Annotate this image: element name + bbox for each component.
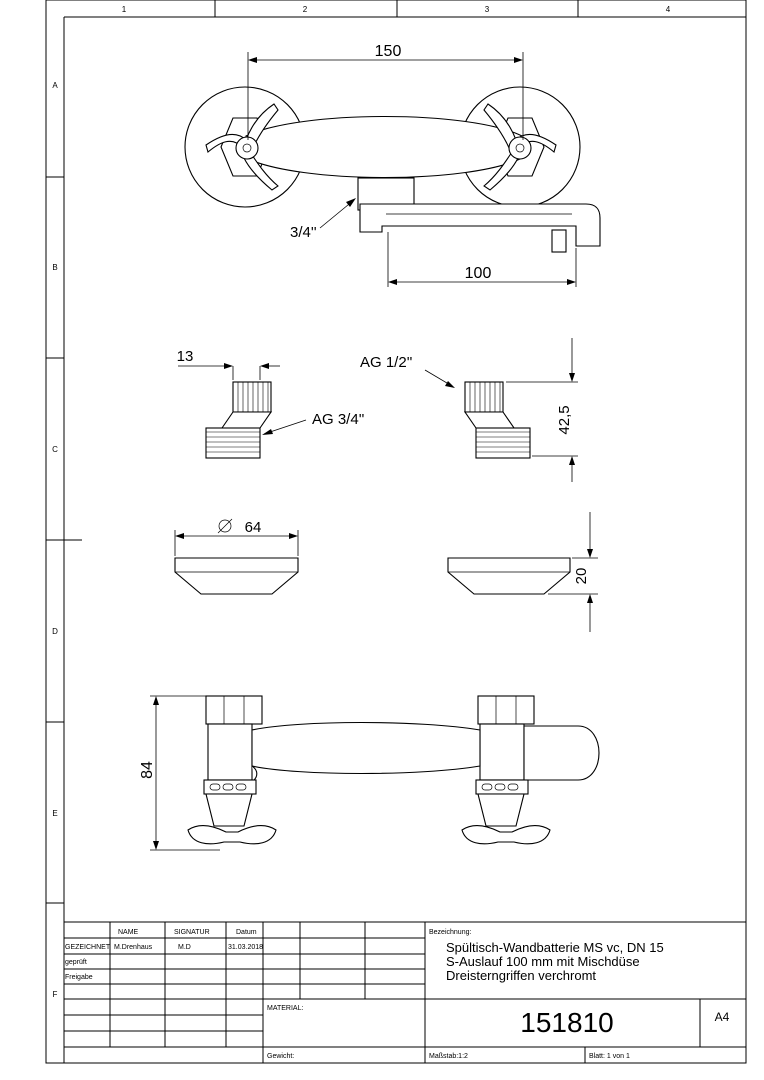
dim-20: 20 — [573, 568, 590, 585]
designation-line-3: Dreisterngriffen verchromt — [446, 968, 596, 983]
zone-column-3: 3 — [485, 5, 490, 14]
designation-line-1: Spültisch-Wandbatterie MS vc, DN 15 — [446, 940, 664, 955]
handle-right — [483, 103, 557, 191]
spout — [359, 203, 601, 247]
row-name-drawn: M.Drenhaus — [114, 944, 153, 951]
front-body — [251, 721, 481, 775]
zone-column-4: 4 — [666, 5, 671, 14]
zone-row-f: F — [53, 990, 58, 999]
mixer-body — [245, 116, 523, 178]
designation-label: Bezeichnung: — [429, 929, 471, 936]
row-signature-drawn: M.D — [178, 944, 191, 951]
zone-row-c: C — [52, 445, 58, 454]
dim-ag-3-4: AG 3/4'' — [312, 411, 365, 428]
sheet-label: Blatt: 1 von 1 — [589, 1053, 630, 1060]
dim-outlet-size: 3/4'' — [290, 224, 317, 241]
zone-row-d: D — [52, 627, 58, 636]
zone-column-2: 2 — [303, 5, 308, 14]
dim-ag-1-2: AG 1/2'' — [360, 354, 413, 371]
dim-diameter-64: 64 — [245, 519, 262, 536]
front-view: 84 — [139, 695, 600, 851]
header-date: Datum — [236, 929, 257, 936]
dim-42-5: 42,5 — [556, 405, 573, 434]
zone-row-b: B — [52, 263, 57, 272]
header-name: NAME — [118, 929, 139, 936]
dim-84: 84 — [139, 761, 156, 779]
dim-150: 150 — [375, 43, 402, 60]
rosette-side-right: 20 — [447, 512, 598, 632]
dim-100: 100 — [465, 265, 492, 282]
handle-left — [205, 103, 279, 191]
drawing-number: 151810 — [520, 1007, 613, 1038]
material-label: MATERIAL: — [267, 1005, 303, 1012]
header-signature: SIGNATUR — [174, 929, 210, 936]
row-role-approval: Freigabe — [65, 974, 93, 981]
top-view: 150 3/4'' 100 — [184, 43, 601, 287]
title-block: NAME SIGNATUR Datum GEZEICHNET M.Drenhau… — [63, 921, 747, 1064]
weight-label: Gewicht: — [267, 1053, 294, 1060]
zone-labels: 1 2 3 4 A B C D E F — [52, 5, 671, 999]
zone-row-e: E — [52, 809, 57, 818]
dim-13: 13 — [177, 348, 194, 365]
rosette-side-left: 64 — [174, 518, 299, 595]
zone-row-a: A — [52, 81, 58, 90]
scale-label: Maßstab:1:2 — [429, 1053, 468, 1060]
row-role-drawn: GEZEICHNET — [65, 944, 111, 951]
sheet-size: A4 — [715, 1010, 730, 1024]
eccentric-left: 13 AG 3/4'' — [177, 348, 365, 459]
zone-column-1: 1 — [122, 5, 127, 14]
designation-line-2: S-Auslauf 100 mm mit Mischdüse — [446, 954, 640, 969]
row-role-checked: geprüft — [65, 959, 87, 966]
row-date-drawn: 31.03.2018 — [228, 944, 263, 951]
eccentric-right: AG 1/2'' 42,5 — [360, 338, 578, 482]
